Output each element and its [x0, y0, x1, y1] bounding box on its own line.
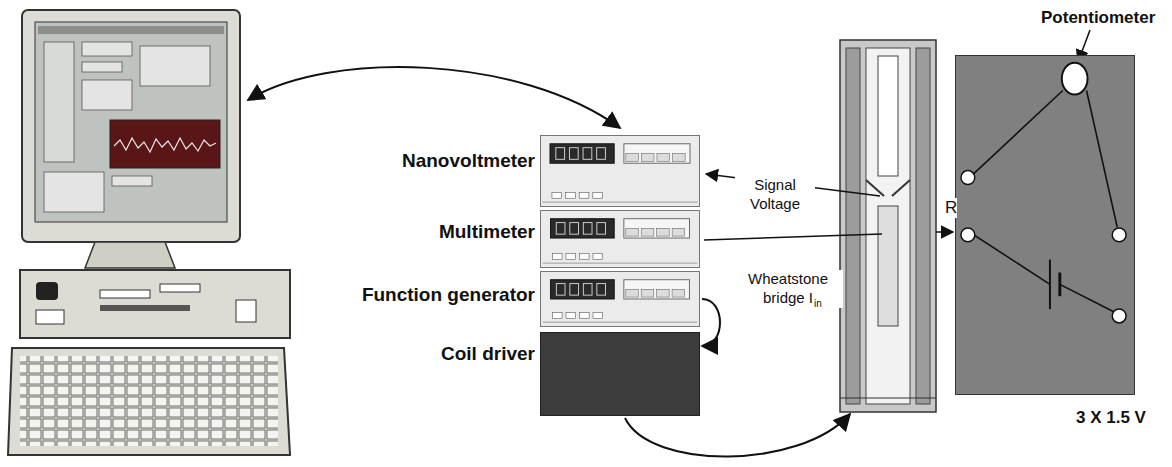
instrument-box: Multimeter — [540, 210, 700, 268]
instrument-box: Function generator — [540, 271, 700, 327]
instrument-label: Coil driver — [441, 343, 535, 365]
subscript: in — [814, 298, 822, 309]
instrument-label: Nanovoltmeter — [402, 150, 535, 172]
battery-box: Potentiometer3 X 1.5 V — [955, 55, 1135, 395]
resistor-label: R — [945, 198, 957, 218]
coil-cable — [625, 414, 850, 457]
instrument-panel — [541, 136, 699, 206]
instrument-box: Coil driver — [540, 332, 700, 416]
instrument-box: Nanovoltmeter — [540, 135, 700, 207]
instrument-panel — [541, 211, 699, 267]
battery-circuit — [956, 56, 1134, 394]
data-cable — [248, 67, 620, 128]
r-wire — [936, 231, 953, 233]
connector — [702, 299, 720, 346]
sample-holder — [840, 40, 936, 412]
multimeter-wire — [704, 234, 882, 240]
instrument-label: Multimeter — [439, 221, 535, 243]
battery-label: 3 X 1.5 V — [1076, 408, 1146, 428]
signal-label: Signal Voltage — [735, 176, 815, 214]
computer — [8, 10, 290, 455]
bridge-label: Wheatstone bridge I — [733, 270, 843, 308]
instrument-panel — [541, 272, 699, 326]
component-label: Potentiometer — [1041, 8, 1155, 28]
instrument-label: Function generator — [362, 284, 535, 306]
